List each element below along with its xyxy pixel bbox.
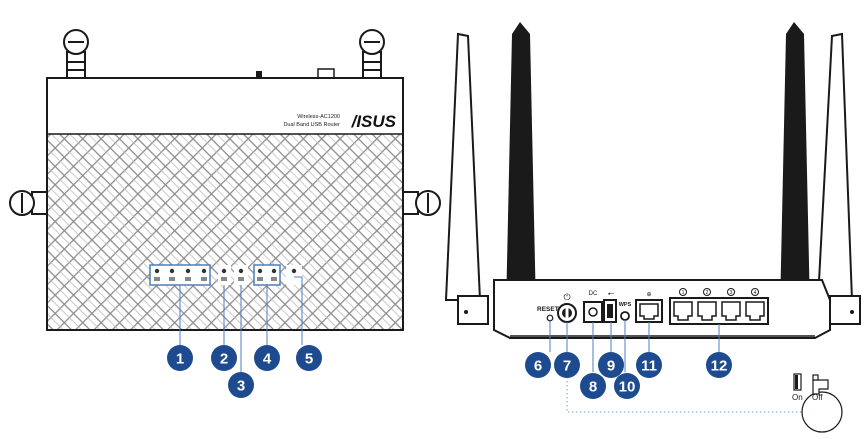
callout-3: 3: [228, 372, 254, 398]
reset-label: RESET: [537, 306, 559, 313]
switch-on-label: On: [792, 393, 803, 402]
antenna-right: [401, 190, 441, 216]
svg-text:1: 1: [176, 351, 184, 368]
lan-port-4[interactable]: [745, 301, 765, 321]
power-switch-detail: On Off: [792, 373, 843, 433]
usb-icon: ⭠: [608, 289, 615, 298]
wps-label: WPS: [619, 302, 632, 308]
dc-power-port[interactable]: [583, 301, 603, 323]
svg-text:12: 12: [711, 358, 728, 375]
model-line-2: Dual Band USB Router: [283, 122, 340, 128]
antenna-top-right: [359, 29, 385, 79]
lan-number-2: 2: [706, 290, 709, 296]
wan-port[interactable]: [635, 299, 663, 323]
lan-number-3: 3: [730, 290, 733, 296]
svg-text:11: 11: [641, 358, 657, 375]
callout-5: 5: [296, 345, 322, 371]
callout-4: 4: [254, 345, 280, 371]
callout-7: 7: [554, 352, 580, 378]
lan-number-4: 4: [754, 290, 757, 296]
led-panel: [149, 264, 302, 286]
lan-port-2[interactable]: [697, 301, 717, 321]
model-line-1: Wireless-AC1200: [297, 114, 340, 120]
brand-logo: /ISUS: [351, 112, 397, 131]
svg-text:4: 4: [263, 351, 272, 368]
lan-port-1[interactable]: [673, 301, 693, 321]
svg-text:3: 3: [237, 378, 245, 395]
lan-port-3[interactable]: [721, 301, 741, 321]
callout-8: 8: [580, 373, 606, 399]
lan-number-1: 1: [682, 290, 685, 296]
callout-12: 12: [706, 352, 732, 378]
wps-button[interactable]: [620, 311, 630, 321]
router-top-view: Wireless-AC1200 Dual Band USB Router /IS…: [9, 29, 441, 372]
antenna-top-left: [63, 29, 89, 79]
svg-text:8: 8: [589, 379, 597, 396]
callout-1: 1: [167, 345, 193, 371]
power-icon: ⏻: [563, 292, 570, 302]
svg-text:6: 6: [534, 358, 542, 375]
callout-11: 11: [636, 352, 662, 378]
antenna-left: [9, 190, 49, 216]
switch-off-label: Off: [812, 393, 823, 402]
callout-6: 6: [525, 352, 551, 378]
svg-text:2: 2: [220, 351, 228, 368]
svg-text:10: 10: [619, 379, 636, 396]
svg-text:5: 5: [305, 351, 313, 368]
antenna-rear-right: [780, 22, 810, 310]
callout-10: 10: [614, 373, 640, 399]
reset-button[interactable]: [546, 314, 554, 322]
dc-label: DC: [589, 291, 598, 297]
router-rear-view: RESET ⏻ DC ⭠ WPS ⊕: [444, 22, 861, 433]
svg-text:7: 7: [563, 358, 571, 375]
antenna-rear-left: [506, 22, 536, 310]
svg-text:⊕: ⊕: [646, 292, 651, 298]
svg-text:9: 9: [607, 358, 615, 375]
callout-2: 2: [211, 345, 237, 371]
callout-9: 9: [598, 352, 624, 378]
